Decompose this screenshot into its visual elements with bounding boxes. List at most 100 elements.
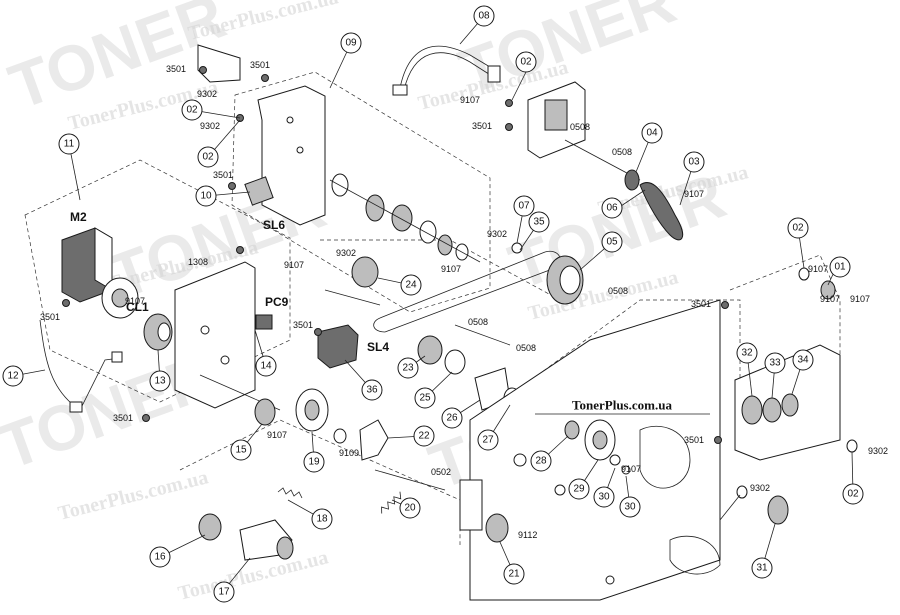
callout: 28 <box>530 450 552 472</box>
small-bracket-icon <box>197 44 241 83</box>
screw-icon <box>261 74 269 82</box>
wire-harness-icon <box>399 45 496 89</box>
callout: 10 <box>195 185 217 207</box>
callout: 06 <box>601 197 623 219</box>
connector-icon <box>111 351 123 363</box>
callout-circle <box>792 349 814 371</box>
callout: 03 <box>683 151 705 173</box>
callout-circle <box>593 486 615 508</box>
callout-leader <box>511 71 527 101</box>
gear-icon <box>365 194 385 222</box>
callout-number: 01 <box>834 262 846 273</box>
part-code: 9302 <box>200 121 220 131</box>
gear-icon <box>254 398 276 426</box>
sensor-icon <box>255 314 273 330</box>
callout-leader <box>617 189 646 209</box>
callout-circle <box>441 407 463 429</box>
callout: 12 <box>2 365 24 387</box>
solenoid-label: SL6 <box>263 218 285 232</box>
part-code: 3501 <box>472 121 492 131</box>
bracket-icon <box>459 479 483 531</box>
screw-icon <box>714 436 722 444</box>
callout: 15 <box>230 439 252 461</box>
frame-plate-icon <box>174 261 256 409</box>
part-code: 3501 <box>40 312 60 322</box>
part-code: 3501 <box>250 60 270 70</box>
part-code: 3501 <box>691 299 711 309</box>
callout: 34 <box>792 349 814 371</box>
callout-number: 22 <box>418 431 430 442</box>
right-drive-outline <box>729 254 841 440</box>
callout: 02 <box>842 483 864 505</box>
shaft-icon <box>454 324 511 346</box>
gear-hub-icon <box>304 399 320 421</box>
shaft-icon <box>374 469 446 491</box>
callout-number: 02 <box>520 57 532 68</box>
callout-circle <box>515 51 537 73</box>
callout-number: 05 <box>606 237 618 248</box>
callout: 29 <box>568 478 590 500</box>
callout-circle <box>149 370 171 392</box>
bushing-icon <box>846 439 858 453</box>
callout-circle <box>213 581 235 603</box>
callout-circle <box>473 5 495 27</box>
callout-circle <box>641 122 663 144</box>
hole-icon <box>296 146 304 154</box>
screw-icon <box>62 299 70 307</box>
part-code: 0502 <box>431 467 451 477</box>
screw-icon <box>505 123 513 131</box>
gear-icon <box>351 256 379 288</box>
gear-icon <box>331 173 349 197</box>
callout: 30 <box>619 496 641 518</box>
callout-number: 35 <box>533 217 545 228</box>
callout-circle <box>513 195 535 217</box>
connector-icon <box>487 65 501 83</box>
callout-circle <box>197 146 219 168</box>
motor-label: M2 <box>70 210 87 224</box>
part-code: 9302 <box>868 446 888 456</box>
callout-number: 29 <box>573 484 585 495</box>
banner-background <box>535 396 710 414</box>
callout: 32 <box>736 342 758 364</box>
callout-number: 24 <box>405 280 417 291</box>
hole-icon <box>513 453 527 467</box>
callout: 24 <box>400 274 422 296</box>
solenoid-icon <box>244 176 274 206</box>
gear-icon <box>437 234 453 256</box>
washer-icon <box>511 242 523 254</box>
hole-icon <box>554 484 566 496</box>
callout-number: 27 <box>482 435 494 446</box>
callout-circle <box>568 478 590 500</box>
callout-number: 17 <box>218 587 230 598</box>
gear-icon <box>417 335 443 365</box>
part-code: 9107 <box>441 264 461 274</box>
callout-number: 06 <box>606 203 618 214</box>
part-code: 9112 <box>518 530 537 540</box>
callout-number: 13 <box>154 376 166 387</box>
belt-icon <box>639 182 684 241</box>
callout-leader <box>719 494 741 521</box>
spring-icon <box>381 491 402 514</box>
spring-icon <box>277 487 303 499</box>
callout: 02 <box>787 217 809 239</box>
screw-icon <box>314 328 322 336</box>
callout: 27 <box>477 429 499 451</box>
callout: 33 <box>764 352 786 374</box>
long-belt-icon <box>379 251 556 333</box>
callout-number: 15 <box>235 445 247 456</box>
gear-icon <box>198 513 222 541</box>
clutch-hub-icon <box>157 322 171 342</box>
part-code: 9302 <box>336 248 356 258</box>
part-code: 9107 <box>267 430 287 440</box>
callout-circle <box>399 497 421 519</box>
callout: 05 <box>601 231 623 253</box>
pulley-icon <box>624 169 640 191</box>
callout-number: 02 <box>847 489 859 500</box>
parts-layer <box>39 44 858 601</box>
callout-number: 36 <box>366 385 378 396</box>
callout-circle <box>619 496 641 518</box>
upper-bracket-outline <box>231 71 491 313</box>
hole-icon <box>220 355 230 365</box>
callout-circle <box>413 425 435 447</box>
washer-icon <box>609 454 621 466</box>
